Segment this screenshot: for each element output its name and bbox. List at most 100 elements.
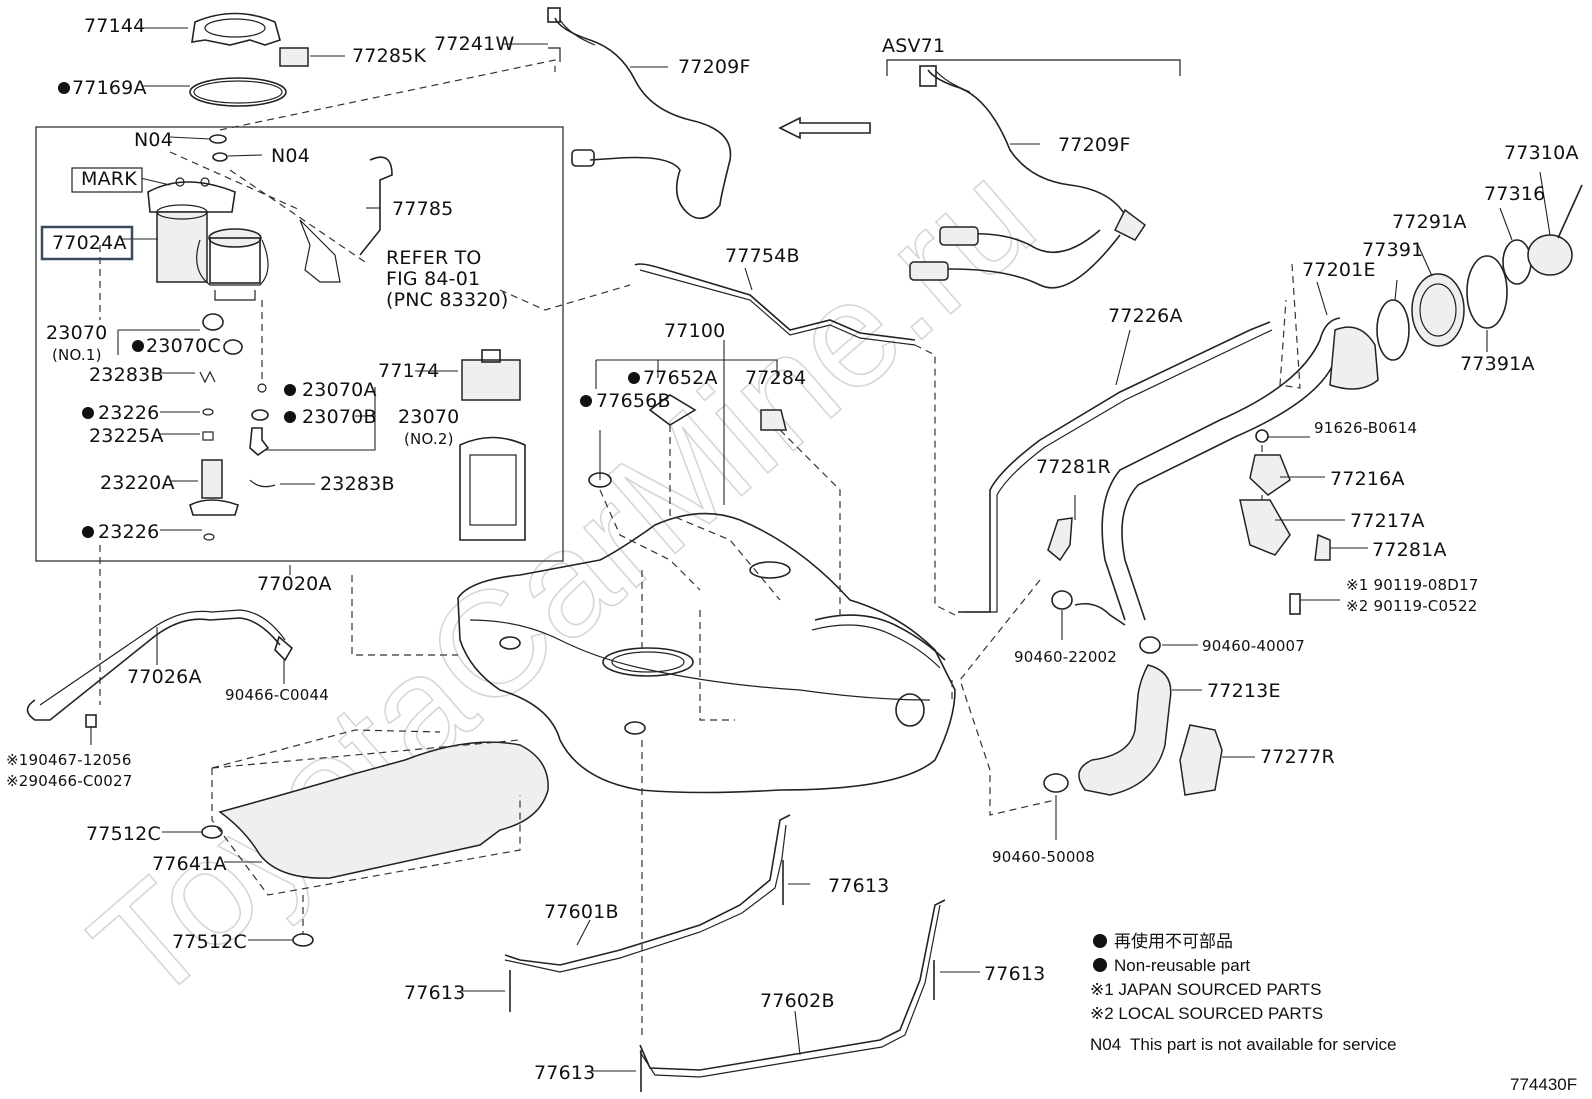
refer-to-line2: FIG 84-01 xyxy=(386,268,480,290)
label-77613-d[interactable]: 77613 xyxy=(534,1062,595,1084)
label-77281R[interactable]: 77281R xyxy=(1036,456,1111,478)
label-77613-b[interactable]: 77613 xyxy=(404,982,465,1004)
protector-77277R xyxy=(1179,724,1223,796)
label-77291A[interactable]: 77291A xyxy=(1392,211,1467,233)
label-77020A[interactable]: 77020A xyxy=(257,573,332,595)
label-23070A[interactable]: 23070A xyxy=(302,379,377,401)
label-77100[interactable]: 77100 xyxy=(664,320,725,342)
label-77613-c[interactable]: 77613 xyxy=(984,963,1045,985)
regulator-part xyxy=(461,359,521,401)
non-reusable-dot xyxy=(284,384,296,396)
wire-harness-77209F-right xyxy=(927,69,1126,216)
label-77024A[interactable]: 77024A xyxy=(52,232,127,254)
label-mark: MARK xyxy=(81,168,137,190)
label-77217A[interactable]: 77217A xyxy=(1350,510,1425,532)
label-23283B-a[interactable]: 23283B xyxy=(89,364,164,386)
label-90460-40007[interactable]: 90460-40007 xyxy=(1202,637,1305,655)
asv71-bracket xyxy=(886,59,1181,76)
label-23220A[interactable]: 23220A xyxy=(100,472,175,494)
label-77277R[interactable]: 77277R xyxy=(1260,746,1335,768)
label-no2: (NO.2) xyxy=(404,430,454,448)
label-77201E[interactable]: 77201E xyxy=(1302,259,1376,281)
filter-housing-part xyxy=(459,436,526,541)
label-90119-08D17[interactable]: ※1 90119-08D17 xyxy=(1346,576,1479,594)
label-77144[interactable]: 77144 xyxy=(84,15,145,37)
label-91626-B0614[interactable]: 91626-B0614 xyxy=(1314,419,1417,437)
label-77209F-right[interactable]: 77209F xyxy=(1058,134,1131,156)
filler-pipe-77201E xyxy=(1101,317,1341,621)
label-77316[interactable]: 77316 xyxy=(1484,183,1545,205)
tube-77754B xyxy=(634,263,916,341)
label-90466-C0044[interactable]: 90466-C0044 xyxy=(225,686,329,704)
tank-band-77602B xyxy=(639,899,946,1071)
label-90460-50008[interactable]: 90460-50008 xyxy=(992,848,1095,866)
highlight-box xyxy=(40,225,134,261)
label-77213E[interactable]: 77213E xyxy=(1207,680,1281,702)
label-23070C[interactable]: 23070C xyxy=(146,335,221,357)
label-90119-C0522[interactable]: ※2 90119-C0522 xyxy=(1346,597,1477,615)
label-no1: (NO.1) xyxy=(52,346,102,364)
label-77754B[interactable]: 77754B xyxy=(725,245,800,267)
label-77310A[interactable]: 77310A xyxy=(1504,142,1579,164)
non-reusable-dot xyxy=(284,411,296,423)
label-77216A[interactable]: 77216A xyxy=(1330,468,1405,490)
pump-assembly-frame xyxy=(35,126,564,562)
gasket-77391 xyxy=(1376,299,1410,361)
refer-to-line3[interactable]: (PNC 83320) xyxy=(386,289,508,311)
label-77656B[interactable]: 77656B xyxy=(596,390,671,412)
label-77026A[interactable]: 77026A xyxy=(127,666,202,688)
label-77391[interactable]: 77391 xyxy=(1362,239,1423,261)
label-77281A[interactable]: 77281A xyxy=(1372,539,1447,561)
fuel-tank xyxy=(457,512,956,794)
label-77613-a[interactable]: 77613 xyxy=(828,875,889,897)
legend-n04-code: N04 xyxy=(1090,1035,1121,1054)
wire-harness-77209F-left xyxy=(554,17,732,220)
lock-ring-part xyxy=(191,12,281,46)
label-77652A[interactable]: 77652A xyxy=(643,367,718,389)
protector-77641A xyxy=(218,741,549,879)
legend-non-reusable-jp: 再使用不可部品 xyxy=(1114,931,1233,951)
label-23226-a[interactable]: 23226 xyxy=(98,402,159,424)
label-N04-b[interactable]: N04 xyxy=(271,145,310,167)
non-reusable-dot xyxy=(580,395,592,407)
label-23070-no1[interactable]: 23070 xyxy=(46,322,107,344)
label-77209F-left[interactable]: 77209F xyxy=(678,56,751,78)
non-reusable-dot-icon xyxy=(1093,934,1107,948)
label-77226A[interactable]: 77226A xyxy=(1108,305,1183,327)
label-77601B[interactable]: 77601B xyxy=(544,901,619,923)
label-23283B-b[interactable]: 23283B xyxy=(320,473,395,495)
non-reusable-dot xyxy=(82,407,94,419)
legend: 再使用不可部品 Non-reusable part ※1 JAPAN SOURC… xyxy=(1090,931,1396,1054)
non-reusable-dot xyxy=(58,82,70,94)
label-23070-no2[interactable]: 23070 xyxy=(398,406,459,428)
label-77169A[interactable]: 77169A xyxy=(72,77,147,99)
label-77174[interactable]: 77174 xyxy=(378,360,439,382)
label-77602B[interactable]: 77602B xyxy=(760,990,835,1012)
tank-band-77601B xyxy=(504,814,791,966)
gasket-part xyxy=(189,77,287,107)
label-23225A[interactable]: 23225A xyxy=(89,425,164,447)
label-23226-b[interactable]: 23226 xyxy=(98,521,159,543)
label-90467-12056[interactable]: ※190467-12056 xyxy=(6,751,132,769)
label-N04-a[interactable]: N04 xyxy=(134,129,173,151)
fuel-cap-77310A xyxy=(1527,234,1573,276)
legend-note1: ※1 JAPAN SOURCED PARTS xyxy=(1090,980,1322,999)
tube-77226A xyxy=(958,321,1271,613)
label-90466-C0027[interactable]: ※290466-C0027 xyxy=(6,772,133,790)
label-77641A[interactable]: 77641A xyxy=(152,853,227,875)
label-90460-22002[interactable]: 90460-22002 xyxy=(1014,648,1117,666)
legend-n04-text: This part is not available for service xyxy=(1130,1035,1396,1054)
tube-77026A xyxy=(26,617,281,721)
hose-77213E xyxy=(1078,664,1172,796)
non-reusable-dot-icon xyxy=(1093,958,1107,972)
label-77391A[interactable]: 77391A xyxy=(1460,353,1535,375)
label-77512C-a[interactable]: 77512C xyxy=(86,823,161,845)
label-77512C-b[interactable]: 77512C xyxy=(172,931,247,953)
label-77284[interactable]: 77284 xyxy=(745,367,806,389)
label-23070B[interactable]: 23070B xyxy=(302,406,377,428)
label-77785[interactable]: 77785 xyxy=(392,198,453,220)
label-77241W[interactable]: 77241W xyxy=(434,33,514,55)
label-77285K[interactable]: 77285K xyxy=(352,45,426,67)
